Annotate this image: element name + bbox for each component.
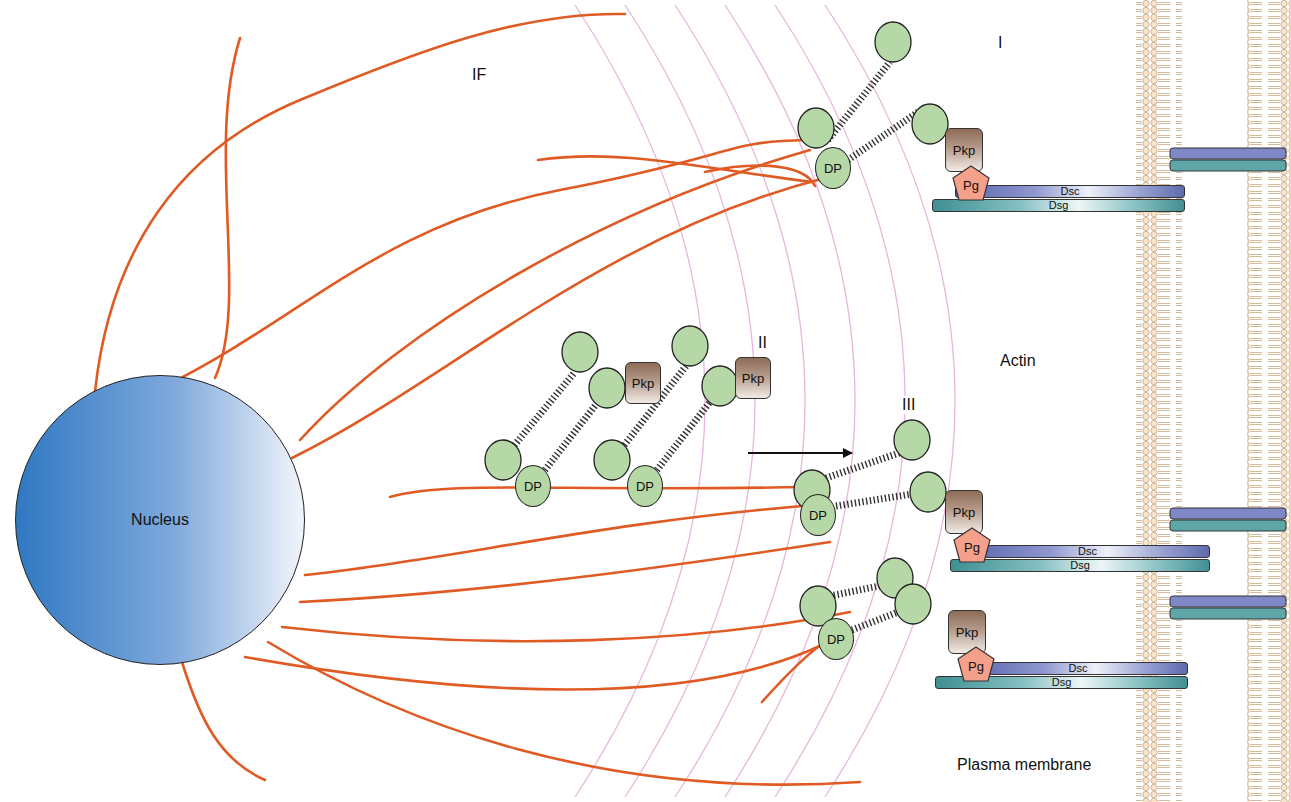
plakophilin: Pkp xyxy=(948,610,986,654)
desmoplakin: DP xyxy=(818,618,854,660)
lipid-bilayer xyxy=(1247,0,1291,802)
membrane-label: Plasma membrane xyxy=(955,756,1093,774)
desmoplakin-heads xyxy=(485,22,948,626)
node-text: Pkp xyxy=(953,506,975,519)
node-text: Dsg xyxy=(1052,677,1072,688)
plakoglobin: Pg xyxy=(952,165,990,201)
plakophilin: Pkp xyxy=(945,128,983,172)
node-text: Pkp xyxy=(953,144,975,157)
desmoglein: Dsg xyxy=(932,199,1185,212)
plakophilin: Pkp xyxy=(945,490,983,534)
node-text: DP xyxy=(809,509,827,522)
node-text: Pg xyxy=(964,537,980,554)
node-text: Nucleus xyxy=(131,512,189,528)
node-text: Dsg xyxy=(1070,560,1090,571)
actin-filaments xyxy=(575,5,955,797)
node-text: Dsc xyxy=(1069,663,1088,674)
node-text: DP xyxy=(827,633,845,646)
node-text: Pkp xyxy=(742,372,764,385)
plakophilin: Pkp xyxy=(735,357,771,399)
node-text: Pg xyxy=(968,656,984,673)
callout-number: I xyxy=(996,34,1004,52)
callout-number: III xyxy=(900,396,917,414)
plakophilin: Pkp xyxy=(625,362,661,404)
desmoplakin-rods xyxy=(512,62,918,630)
callout-number: II xyxy=(756,334,769,352)
node-text: Dsc xyxy=(1061,186,1080,197)
desmoglein: Dsg xyxy=(950,559,1210,572)
node-text: DP xyxy=(636,480,654,493)
node-text: DP xyxy=(524,480,542,493)
assembly-arrow xyxy=(748,452,852,454)
desmoplakin: DP xyxy=(627,465,663,507)
node-text: Pkp xyxy=(632,377,654,390)
node-text: Dsc xyxy=(1078,546,1097,557)
desmocollin: Dsc xyxy=(968,662,1188,675)
desmoplakin: DP xyxy=(800,494,836,536)
node-text: DP xyxy=(824,162,842,175)
plakoglobin: Pg xyxy=(953,527,991,563)
node-text: Pg xyxy=(963,175,979,192)
nucleus: Nucleus xyxy=(15,375,305,665)
node-text: Dsg xyxy=(1049,200,1069,211)
desmoplakin: DP xyxy=(815,147,851,189)
filament-label: IF xyxy=(470,66,488,84)
plakoglobin: Pg xyxy=(957,646,995,682)
node-text: Pkp xyxy=(956,626,978,639)
filament-label: Actin xyxy=(998,352,1038,370)
desmocollin: Dsc xyxy=(965,545,1210,558)
desmoplakin: DP xyxy=(515,465,551,507)
desmocollin: Dsc xyxy=(955,185,1185,198)
